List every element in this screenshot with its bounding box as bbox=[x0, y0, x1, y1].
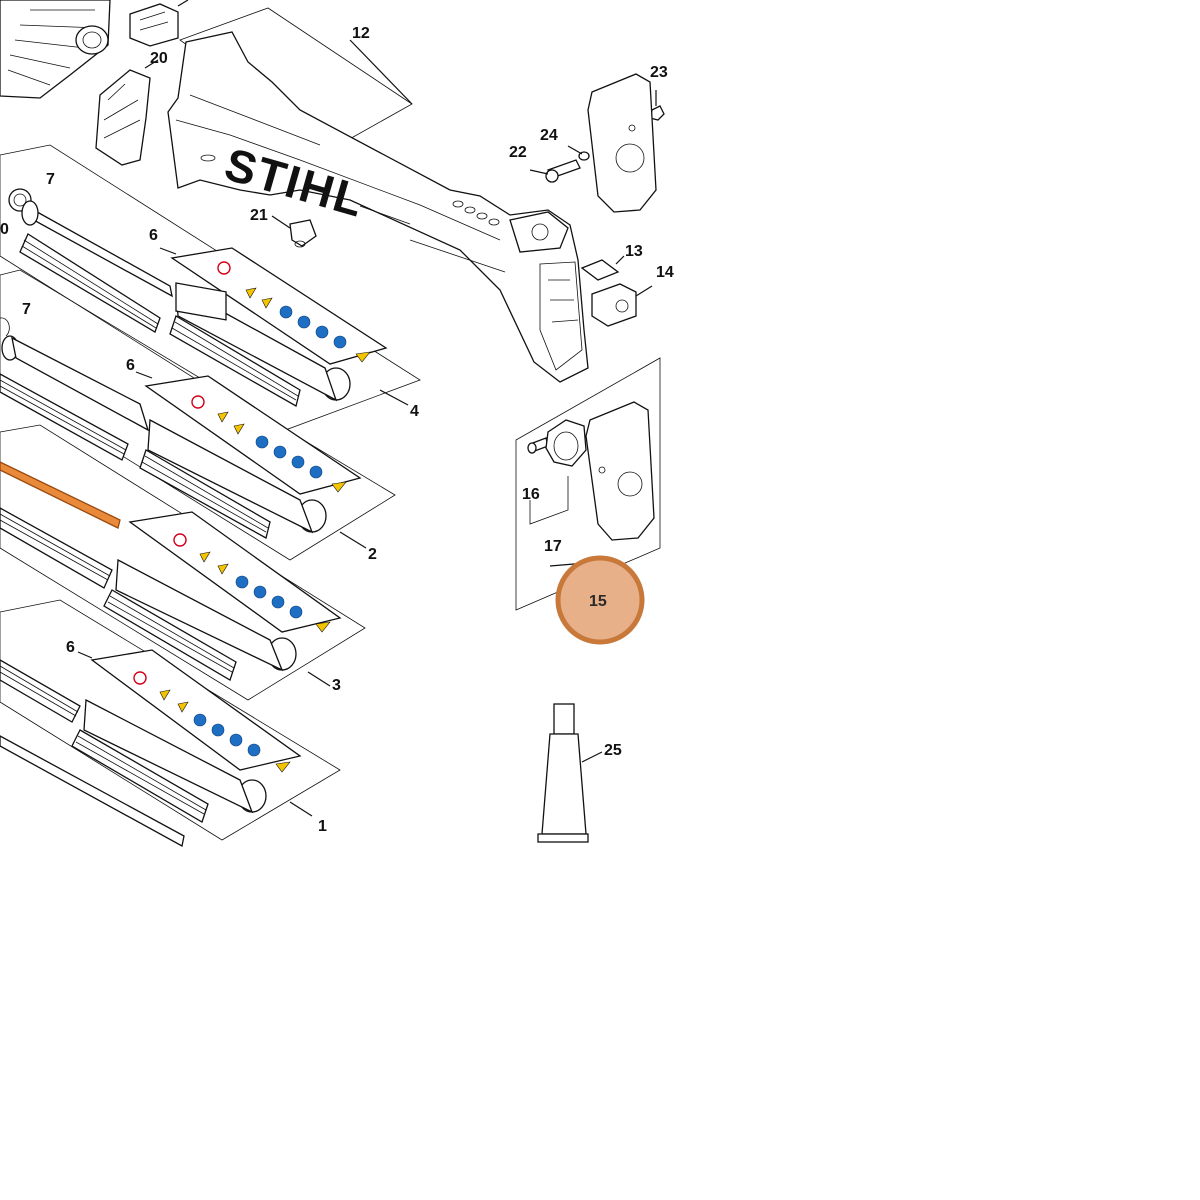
part-23-cover bbox=[587, 73, 657, 213]
callout-7b: 7 bbox=[22, 301, 31, 318]
callout-labels: 12 20 23 24 22 7 0 21 6 13 14 7 6 4 16 1… bbox=[0, 25, 674, 835]
callout-23: 23 bbox=[650, 64, 668, 81]
part-12-handle: STIHL bbox=[167, 7, 589, 383]
warning-decal-2 bbox=[144, 375, 362, 495]
callout-6a: 6 bbox=[149, 227, 158, 244]
part-21-clip bbox=[289, 219, 317, 248]
callout-15[interactable]: 15 bbox=[589, 593, 607, 610]
part-22-screw bbox=[545, 159, 581, 183]
shaft-assembly-3 bbox=[0, 424, 366, 701]
shaft-assembly-4 bbox=[0, 144, 421, 433]
engine-fragment bbox=[0, 0, 111, 99]
callout-24: 24 bbox=[540, 127, 558, 144]
part-14-block bbox=[591, 283, 637, 327]
handle-trigger-holes bbox=[452, 200, 500, 226]
callout-21: 21 bbox=[250, 207, 268, 224]
part-20-block bbox=[129, 0, 189, 47]
callout-16: 16 bbox=[522, 486, 540, 503]
callout-0: 0 bbox=[0, 221, 9, 238]
part-17-clamp bbox=[545, 419, 587, 467]
warning-decal-1 bbox=[90, 649, 302, 773]
callout-1: 1 bbox=[318, 818, 327, 835]
kit-15-cover bbox=[585, 401, 655, 541]
part-25-grease-tube bbox=[537, 703, 603, 843]
callout-14: 14 bbox=[656, 264, 674, 281]
callout-17: 17 bbox=[544, 538, 562, 555]
callout-6b: 6 bbox=[126, 357, 135, 374]
callout-12: 12 bbox=[352, 25, 370, 42]
warning-decal-3 bbox=[128, 511, 342, 633]
shaft-assembly-1 bbox=[0, 599, 341, 847]
highlight-circle[interactable] bbox=[555, 555, 645, 645]
callout-3: 3 bbox=[332, 677, 341, 694]
callout-7a: 7 bbox=[46, 171, 55, 188]
callout-2: 2 bbox=[368, 546, 377, 563]
callout-13: 13 bbox=[625, 243, 643, 260]
shaft-assembly-2 bbox=[0, 269, 396, 561]
part-7-ring-b bbox=[0, 317, 10, 337]
part-16-screw bbox=[527, 437, 549, 454]
callout-6c: 6 bbox=[66, 639, 75, 656]
kit-15-panel bbox=[515, 357, 661, 611]
highlight-callout-15[interactable]: 15 bbox=[555, 555, 645, 645]
callout-20: 20 bbox=[150, 50, 168, 67]
part-13-plate bbox=[580, 259, 620, 281]
callout-4: 4 bbox=[410, 403, 419, 420]
callout-25: 25 bbox=[604, 742, 622, 759]
warning-decal-4 bbox=[170, 247, 388, 365]
callout-22: 22 bbox=[509, 144, 527, 161]
part-20-housing bbox=[95, 59, 159, 166]
